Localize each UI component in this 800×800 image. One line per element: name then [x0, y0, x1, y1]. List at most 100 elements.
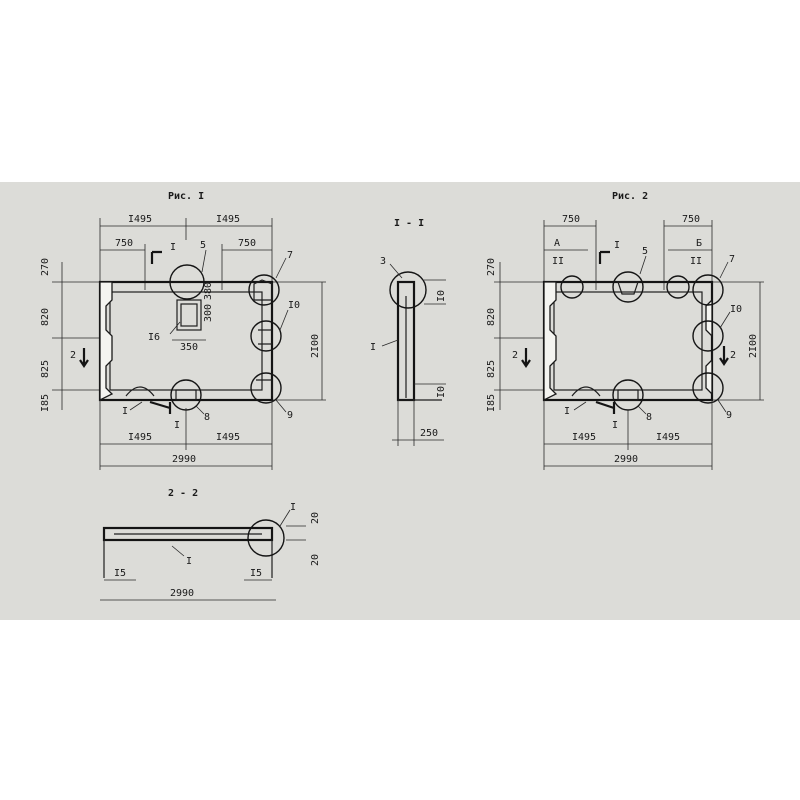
dim-total: 2990: [614, 454, 638, 465]
detail-circle-3: [389, 271, 427, 309]
wall-detail-10: [258, 329, 272, 345]
leader: [719, 261, 729, 279]
section-2-2-title: 2 - 2: [168, 488, 198, 499]
section-mark-bottom: [149, 400, 172, 414]
detail-circle-II-right: [666, 275, 690, 299]
letter-A: A: [554, 238, 560, 249]
dim-15-right: I5: [250, 568, 262, 579]
dim-825: 825: [40, 360, 51, 378]
roman-II-right: II: [690, 256, 702, 267]
dim-bottom-right: I495: [656, 432, 680, 443]
leader: [201, 249, 207, 273]
leader: [279, 509, 291, 527]
detail-circle-section: [247, 519, 285, 557]
roman-II-left: II: [552, 256, 564, 267]
callout-10: I0: [730, 304, 742, 315]
dim-750-left: 750: [562, 214, 580, 225]
section-mark-left: [79, 348, 89, 368]
detail-circle-II-left: [560, 275, 584, 299]
dim-total: 2990: [172, 454, 196, 465]
dim-820: 820: [486, 308, 497, 326]
leader: [171, 545, 185, 557]
section-label-top: I: [614, 240, 620, 251]
base-detail-8: [175, 389, 197, 401]
detail-circle-5: [169, 264, 205, 300]
top-detail-5: [617, 281, 639, 295]
detail-circle-9: [250, 372, 282, 404]
dim-820: 820: [40, 308, 51, 326]
leader: [639, 255, 647, 275]
detail-circle-5: [612, 271, 644, 303]
section-label-left: 2: [512, 350, 518, 361]
wall-detail-9: [256, 379, 273, 396]
leader: [275, 399, 287, 413]
leader: [279, 309, 289, 331]
callout-5: 5: [642, 246, 648, 257]
dim-bottom-left: I495: [572, 432, 596, 443]
left-wall-profile: [543, 281, 558, 402]
section-mark-bottom: [595, 400, 616, 414]
part-label-1: I: [564, 406, 570, 417]
callout-8: 8: [646, 412, 652, 423]
inner-column-core: [180, 303, 198, 327]
leader: [381, 339, 399, 347]
dim-10-bottom: I0: [436, 386, 447, 398]
leader: [195, 405, 205, 415]
inner-column: [176, 299, 202, 331]
dim-270: 270: [486, 258, 497, 276]
leader: [275, 257, 287, 279]
dim-750-left: 750: [115, 238, 133, 249]
dim-top-left: I495: [128, 214, 152, 225]
base-detail-8: [617, 389, 639, 401]
callout-5: 5: [200, 240, 206, 251]
section-label-bottom: I: [174, 420, 180, 431]
right-wall-profile: [705, 298, 713, 396]
dim-top-right: I495: [216, 214, 240, 225]
dim-bottom-right: I495: [216, 432, 240, 443]
dim-20-bottom: 20: [310, 554, 321, 566]
dim-750-right: 750: [238, 238, 256, 249]
dim-380: 380: [203, 282, 214, 300]
callout-10: I0: [288, 300, 300, 311]
callout-8: 8: [204, 412, 210, 423]
leader: [719, 311, 731, 329]
section-2-2-slab: [102, 526, 274, 542]
callout-section-1: I: [370, 342, 376, 353]
detail-circle-9: [692, 372, 724, 404]
figure-2: Рис. 2 750 750 A Б II II 270 820 825 I85…: [486, 191, 764, 470]
leader: [389, 263, 403, 279]
dim-750-right: 750: [682, 214, 700, 225]
dim-bottom-left: I495: [128, 432, 152, 443]
section-mark-top: [150, 250, 162, 264]
dim-300: 300: [203, 304, 214, 322]
dim-2100: 2I00: [748, 334, 759, 358]
figure-1-title: Рис. I: [168, 191, 204, 202]
callout-1-right: I: [290, 502, 296, 513]
section-mark-left: [521, 348, 531, 368]
callout-16: I6: [148, 332, 160, 343]
callout-1-center: I: [186, 556, 192, 567]
letter-B: Б: [696, 238, 702, 249]
section-label-left: 2: [70, 350, 76, 361]
corner-detail-7: [253, 279, 273, 301]
detail-circle-10: [250, 320, 282, 352]
dim-185: I85: [40, 394, 51, 412]
section-label-bottom: I: [612, 420, 618, 431]
detail-circle-10: [692, 320, 724, 352]
figure-1: Рис. I I495 I495 750 750 270 820 825 I85…: [40, 191, 326, 470]
part-label-1: I: [122, 406, 128, 417]
section-1-1: I - I 3 I I0 I0 250: [370, 218, 447, 446]
section-label-top: I: [170, 242, 176, 253]
frame-inner: [109, 291, 263, 391]
dim-250: 250: [420, 428, 438, 439]
leader: [129, 401, 143, 411]
section-mark-top: [598, 250, 610, 264]
figure-2-title: Рис. 2: [612, 191, 648, 202]
section-1-1-title: I - I: [394, 218, 424, 229]
section-2-2: 2 - 2 I I 20 20 I5 I5 2990: [100, 488, 321, 601]
dim-350: 350: [180, 342, 198, 353]
callout-7: 7: [287, 250, 293, 261]
dim-10-top: I0: [436, 290, 447, 302]
dim-185: I85: [486, 394, 497, 412]
